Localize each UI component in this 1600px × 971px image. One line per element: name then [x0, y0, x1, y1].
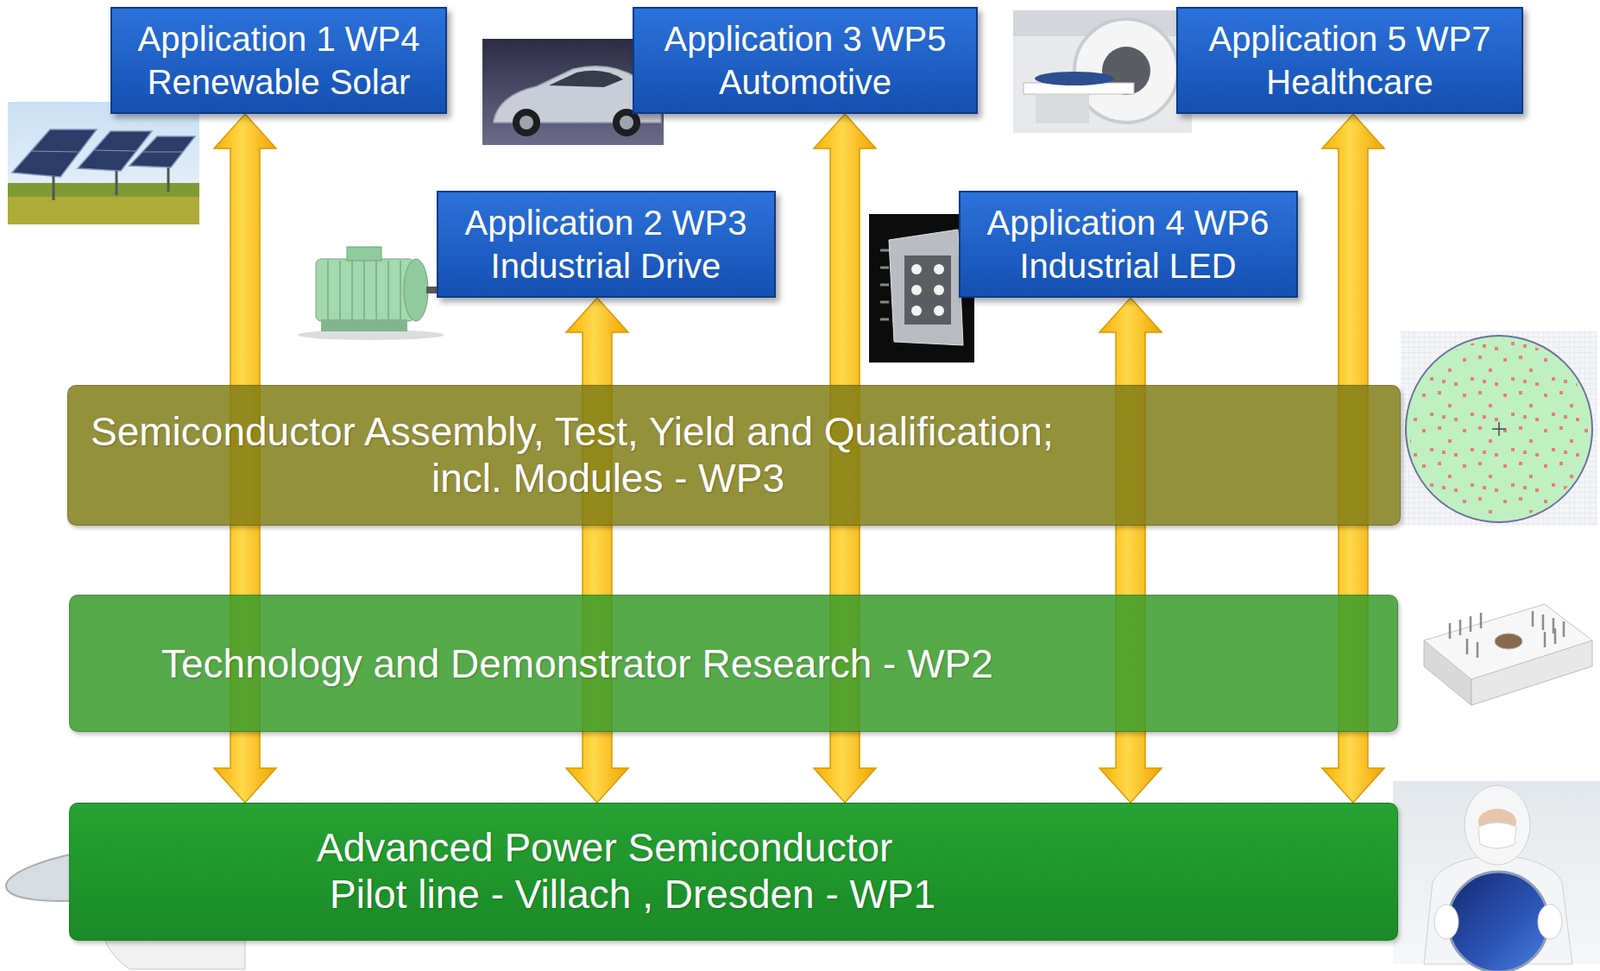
led — [911, 284, 922, 296]
mri-ring — [1074, 18, 1178, 123]
layer-band: Advanced Power SemiconductorPilot line -… — [69, 802, 1399, 941]
module-hole — [1494, 633, 1523, 649]
box-subtitle: Pilot line - Villach , Dresden - WP1 — [329, 870, 936, 918]
box-title: Application 5 WP7 — [1209, 17, 1492, 61]
car-wheel — [512, 108, 541, 137]
application-box: Application 1 WP4Renewable Solar — [110, 6, 448, 114]
led — [933, 305, 945, 316]
box-title: Semiconductor Assembly, Test, Yield and … — [90, 408, 1054, 455]
wafer-map-grid — [1400, 331, 1598, 526]
box-title: Technology and Demonstrator Research - W… — [161, 640, 994, 687]
led-heatsink — [880, 250, 889, 320]
car-rim — [619, 115, 634, 130]
box-subtitle: Automotive — [718, 60, 892, 104]
solar-panel-photo — [7, 101, 200, 225]
glove — [1537, 904, 1563, 939]
glove — [1434, 904, 1459, 939]
patient — [1034, 71, 1115, 86]
sky — [7, 101, 200, 225]
box-title: Application 3 WP5 — [664, 17, 947, 61]
mri-room — [1013, 10, 1192, 133]
layer-band: Semiconductor Assembly, Test, Yield and … — [67, 384, 1401, 526]
box-title: Application 4 WP6 — [987, 201, 1270, 245]
application-box: Application 5 WP7Healthcare — [1176, 6, 1524, 114]
box-subtitle: Healthcare — [1266, 60, 1433, 104]
motor-photo — [297, 246, 448, 341]
panel-post — [53, 167, 169, 201]
led — [933, 284, 945, 296]
led-fixture — [888, 229, 964, 346]
face-mask — [1478, 822, 1517, 849]
field — [7, 182, 200, 225]
wafer-defects — [1409, 339, 1589, 519]
cleanroom-hood — [1464, 785, 1531, 865]
wafer — [1448, 871, 1549, 971]
box-subtitle: Renewable Solar — [147, 60, 411, 104]
wafer-center-mark — [1492, 422, 1506, 436]
motor-body — [315, 258, 415, 322]
box-subtitle: incl. Modules - WP3 — [431, 454, 785, 502]
flowers — [7, 196, 200, 225]
mri-photo — [1013, 10, 1192, 133]
solar-panel — [12, 129, 97, 177]
car-window — [548, 70, 624, 88]
power-module-photo — [1423, 604, 1593, 706]
motor-fins — [327, 260, 401, 320]
box-subtitle: Industrial Drive — [491, 244, 722, 288]
box-subtitle: Industrial LED — [1019, 244, 1236, 288]
motor-terminal-box — [346, 246, 382, 261]
cleanroom-worker-photo — [1392, 781, 1600, 971]
box-title: Application 1 WP4 — [138, 17, 421, 61]
wafer-outline — [1405, 335, 1593, 523]
application-box: Application 4 WP6Industrial LED — [958, 190, 1298, 298]
led-panel — [904, 255, 952, 325]
mri-bed-base — [1035, 94, 1090, 124]
box-title: Advanced Power Semiconductor — [316, 824, 893, 871]
motor-feet — [321, 319, 408, 332]
led — [933, 264, 945, 275]
layer-band: Technology and Demonstrator Research - W… — [69, 594, 1399, 732]
car-rim — [519, 115, 534, 130]
wafer-map — [1400, 331, 1598, 526]
wafer-map-ground — [1400, 331, 1598, 526]
application-box: Application 2 WP3Industrial Drive — [436, 190, 776, 298]
module-top — [1423, 604, 1593, 680]
application-box: Application 3 WP5Automotive — [632, 6, 978, 114]
led — [911, 305, 922, 316]
box-title: Application 2 WP3 — [465, 201, 748, 245]
panel-grid — [31, 150, 183, 152]
led — [911, 264, 922, 275]
module-pins — [1449, 611, 1564, 658]
motor-endcap — [403, 258, 429, 322]
